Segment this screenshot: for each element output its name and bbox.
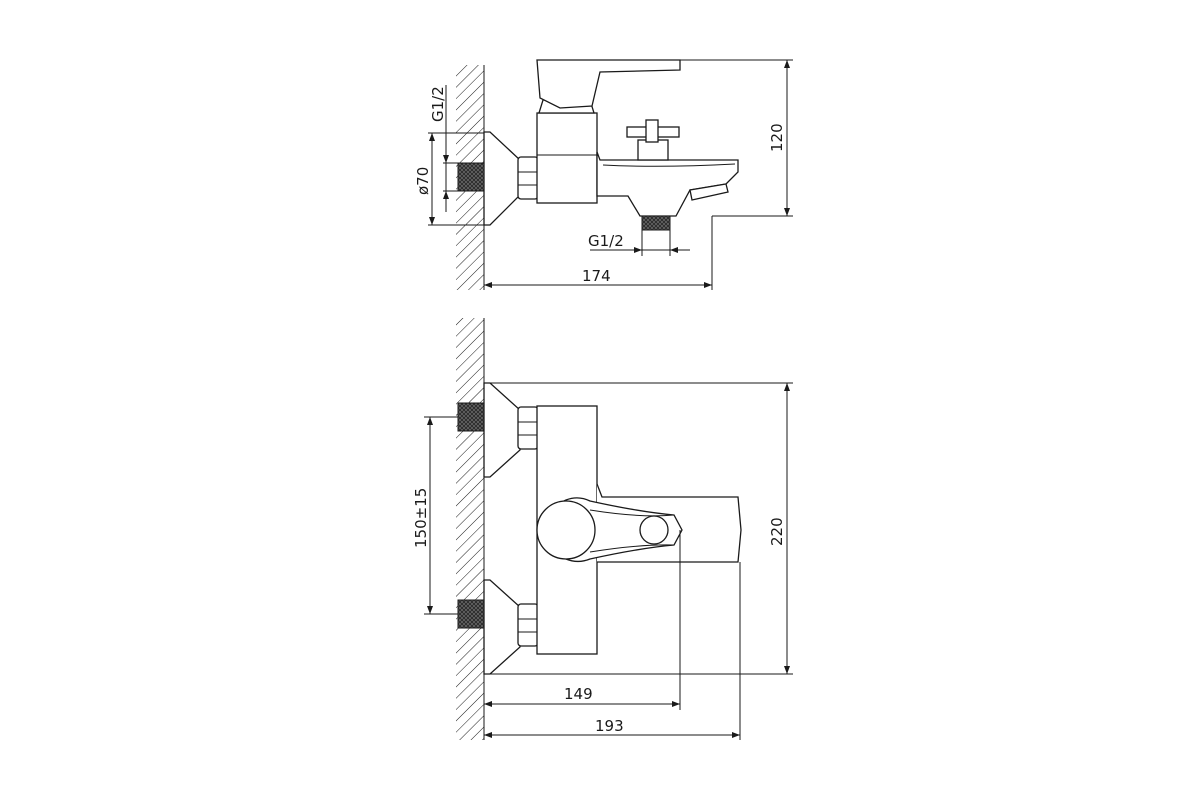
outlet-thread	[641, 215, 671, 231]
inlet-thread-lower	[457, 599, 485, 629]
dim-thread-top: G1/2	[429, 86, 447, 122]
lever-handle	[536, 59, 681, 109]
aerator	[689, 183, 729, 201]
inlet-thread-upper	[457, 402, 485, 432]
diverter-knob-front	[639, 515, 669, 545]
mixer-body	[536, 112, 598, 204]
diverter-stem	[637, 139, 669, 161]
dim-thread-bottom: G1/2	[588, 232, 624, 250]
dim-height-side: 120	[768, 123, 786, 152]
dim-lever-reach: 149	[564, 685, 593, 703]
front-view: 150±15 220 149 193	[412, 318, 793, 740]
escutcheon-upper	[483, 382, 521, 478]
wall-hatch-bottom	[456, 318, 484, 740]
escutcheon-lower	[483, 579, 521, 675]
hex-nut-lower	[517, 603, 539, 647]
dim-depth-side: 174	[582, 267, 611, 285]
dim-height-front: 220	[768, 517, 786, 546]
dim-diameter: ø70	[414, 167, 432, 195]
hex-nut-upper	[517, 406, 539, 450]
dim-centers: 150±15	[412, 488, 430, 548]
side-view: G1/2 ø70 120 G1/2 174	[414, 59, 793, 290]
inlet-thread	[457, 162, 485, 192]
dim-total-depth: 193	[595, 717, 624, 735]
escutcheon	[483, 131, 521, 226]
hex-nut	[517, 156, 539, 200]
spout	[596, 151, 739, 217]
lever-hub	[536, 500, 596, 560]
